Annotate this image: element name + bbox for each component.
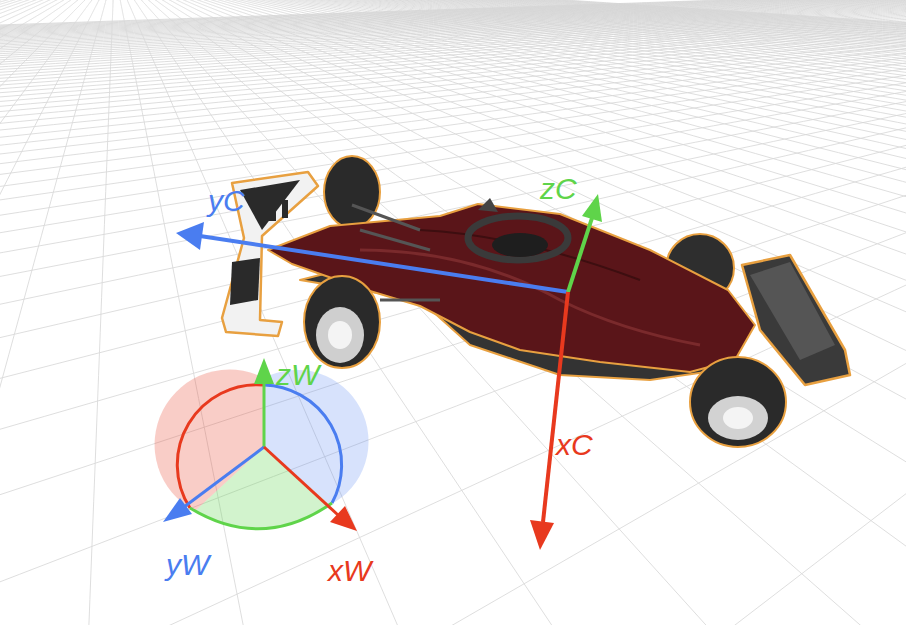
axis-label-xw: xW: [328, 556, 371, 586]
axis-label-xc: xC: [556, 430, 593, 460]
axis-label-zw: zW: [276, 360, 319, 390]
axis-label-zc: zC: [540, 174, 577, 204]
axis-label-yw: yW: [166, 550, 209, 580]
axis-label-yc: yC: [208, 186, 245, 216]
